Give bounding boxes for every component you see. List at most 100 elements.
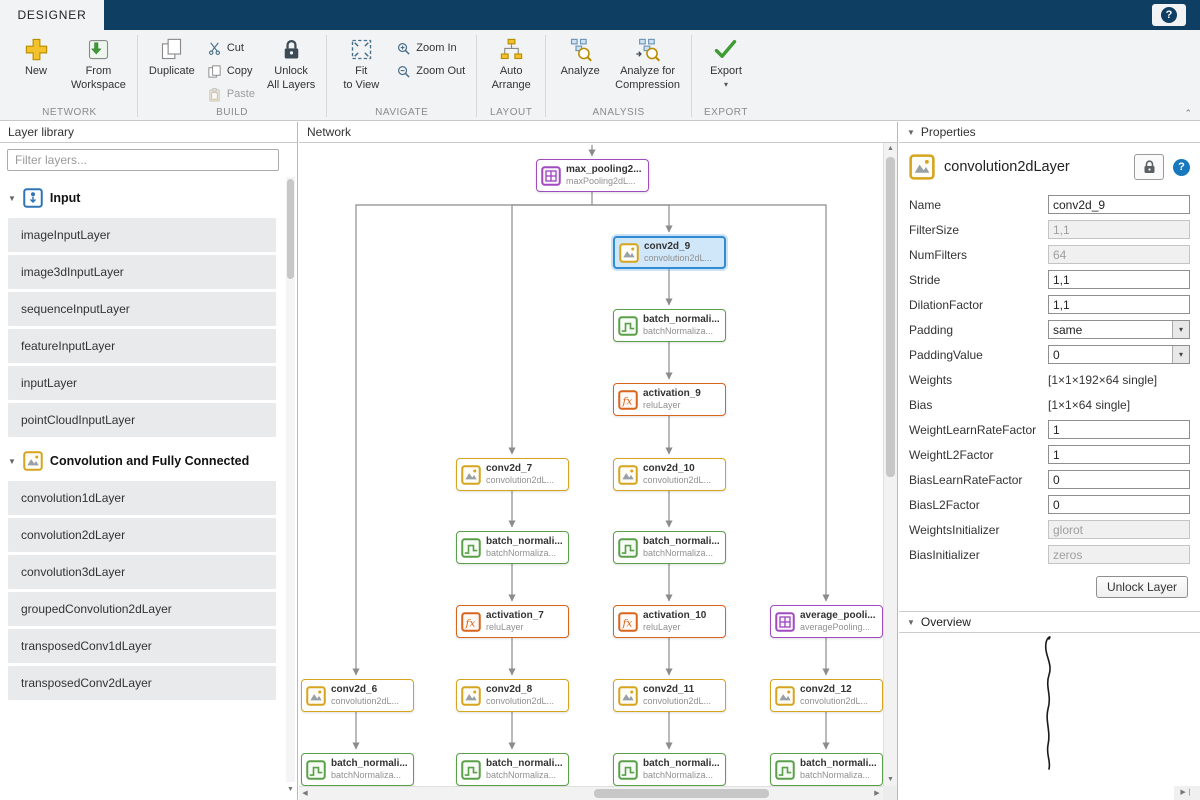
relu-layer-icon: fx — [618, 390, 638, 410]
fit-to-view-button[interactable]: Fitto View — [332, 32, 390, 93]
layer-item-pointCloudInputLayer[interactable]: pointCloudInputLayer — [8, 403, 276, 437]
layer-item-sequenceInputLayer[interactable]: sequenceInputLayer — [8, 292, 276, 326]
layer-node-conv2d_9-1[interactable]: conv2d_9convolution2dL... — [613, 236, 726, 269]
help-button[interactable]: ? — [1152, 4, 1186, 26]
property-input-Stride[interactable] — [1048, 270, 1190, 289]
analyze-icon — [567, 36, 594, 63]
bn-layer-icon — [306, 760, 326, 780]
property-input-WeightL2Factor[interactable] — [1048, 445, 1190, 464]
svg-text:fx: fx — [622, 394, 633, 407]
analyze-button[interactable]: Analyze — [551, 32, 609, 79]
property-input-DilationFactor[interactable] — [1048, 295, 1190, 314]
layer-node-batch_normali-18[interactable]: batch_normali...batchNormaliza... — [770, 753, 883, 786]
property-input-Name[interactable] — [1048, 195, 1190, 214]
layer-node-activation_10-9[interactable]: fxactivation_10reluLayer — [613, 605, 726, 638]
library-scrollbar-thumb[interactable] — [287, 179, 294, 279]
layer-item-transposedConv1dLayer[interactable]: transposedConv1dLayer — [8, 629, 276, 663]
export-button[interactable]: Export▾ — [697, 32, 755, 89]
layer-node-batch_normali-15[interactable]: batch_normali...batchNormaliza... — [301, 753, 414, 786]
property-input-BiasLearnRateFactor[interactable] — [1048, 470, 1190, 489]
unlock-all-layers-button[interactable]: UnlockAll Layers — [261, 32, 321, 93]
layer-item-featureInputLayer[interactable]: featureInputLayer — [8, 329, 276, 363]
network-canvas[interactable]: max_pooling2...maxPooling2dL... conv2d_9c… — [299, 143, 883, 786]
layer-item-convolution3dLayer[interactable]: convolution3dLayer — [8, 555, 276, 589]
layer-item-convolution1dLayer[interactable]: convolution1dLayer — [8, 481, 276, 515]
pool-layer-icon — [775, 612, 795, 632]
library-section-label: Convolution and Fully Connected — [50, 454, 249, 468]
property-row-WeightL2Factor: WeightL2Factor — [899, 442, 1200, 467]
property-input-WeightLearnRateFactor[interactable] — [1048, 420, 1190, 439]
scroll-down-icon[interactable]: ▼ — [884, 774, 897, 786]
layer-node-max_pooling2-0[interactable]: max_pooling2...maxPooling2dL... — [536, 159, 649, 192]
library-scrollbar[interactable] — [286, 177, 295, 782]
filter-layers-input[interactable] — [7, 149, 279, 171]
chevron-down-icon: ▼ — [8, 194, 16, 203]
lock-layer-button[interactable] — [1134, 154, 1164, 180]
layer-node-activation_9-3[interactable]: fxactivation_9reluLayer — [613, 383, 726, 416]
layer-node-conv2d_6-11[interactable]: conv2d_6convolution2dL... — [301, 679, 414, 712]
layer-node-conv2d_10-5[interactable]: conv2d_10convolution2dL... — [613, 458, 726, 491]
layer-item-groupedConvolution2dLayer[interactable]: groupedConvolution2dLayer — [8, 592, 276, 626]
layer-item-inputLayer[interactable]: inputLayer — [8, 366, 276, 400]
ribbon-group-network: NewFromWorkspaceNETWORK — [2, 30, 137, 120]
layer-help-button[interactable]: ? — [1173, 159, 1190, 176]
layer-node-conv2d_7-4[interactable]: conv2d_7convolution2dL... — [456, 458, 569, 491]
layer-node-activation_7-8[interactable]: fxactivation_7reluLayer — [456, 605, 569, 638]
ribbon-group-label: LAYOUT — [477, 107, 545, 118]
property-select-Padding[interactable]: same▾ — [1048, 320, 1190, 339]
layer-node-batch_normali-17[interactable]: batch_normali...batchNormaliza... — [613, 753, 726, 786]
layer-node-batch_normali-6[interactable]: batch_normali...batchNormaliza... — [456, 531, 569, 564]
layer-item-imageInputLayer[interactable]: imageInputLayer — [8, 218, 276, 252]
library-scroll-down-icon[interactable]: ▼ — [286, 784, 295, 796]
property-input-BiasL2Factor[interactable] — [1048, 495, 1190, 514]
layer-node-batch_normali-2[interactable]: batch_normali...batchNormaliza... — [613, 309, 726, 342]
selected-layer-type: convolution2dLayer — [944, 159, 1125, 175]
library-section-0[interactable]: ▼Input — [0, 177, 284, 215]
layer-node-average_pooli-10[interactable]: average_pooli...averagePooling... — [770, 605, 883, 638]
library-section-1[interactable]: ▼Convolution and Fully Connected — [0, 440, 284, 478]
property-label: WeightLearnRateFactor — [909, 423, 1048, 437]
copy-button[interactable]: Copy — [207, 63, 255, 79]
property-select-PaddingValue[interactable]: 0▾ — [1048, 345, 1190, 364]
dropdown-arrow-icon[interactable]: ▾ — [1172, 321, 1189, 338]
scroll-right-icon[interactable]: ▶ — [871, 787, 883, 800]
zoom-in-label: Zoom In — [416, 42, 456, 54]
layer-node-batch_normali-7[interactable]: batch_normali...batchNormaliza... — [613, 531, 726, 564]
dropdown-arrow-icon[interactable]: ▾ — [724, 80, 728, 89]
node-subtitle: convolution2dL... — [800, 696, 868, 707]
layer-item-transposedConv2dLayer[interactable]: transposedConv2dLayer — [8, 666, 276, 700]
paste-button[interactable]: Paste — [207, 86, 255, 102]
scroll-left-icon[interactable]: ◀ — [299, 787, 311, 800]
auto-arrange-button[interactable]: AutoArrange — [482, 32, 540, 93]
tab-designer[interactable]: DESIGNER — [0, 0, 104, 30]
duplicate-button[interactable]: Duplicate — [143, 32, 201, 79]
network-vertical-scrollbar[interactable]: ▲ ▼ — [883, 143, 897, 786]
zoom-out-button[interactable]: Zoom Out — [396, 63, 465, 79]
cut-label: Cut — [227, 42, 244, 54]
layer-node-conv2d_11-13[interactable]: conv2d_11convolution2dL... — [613, 679, 726, 712]
scroll-up-icon[interactable]: ▲ — [884, 143, 897, 155]
vertical-scrollbar-thumb[interactable] — [886, 157, 895, 477]
horizontal-scrollbar-thumb[interactable] — [594, 789, 769, 798]
from-workspace-button[interactable]: FromWorkspace — [65, 32, 132, 93]
ribbon-collapse-icon[interactable]: ⌃ — [1184, 108, 1192, 119]
cut-button[interactable]: Cut — [207, 40, 255, 56]
layer-node-conv2d_12-14[interactable]: conv2d_12convolution2dL... — [770, 679, 883, 712]
properties-header[interactable]: ▼ Properties — [899, 122, 1200, 143]
layer-node-batch_normali-16[interactable]: batch_normali...batchNormaliza... — [456, 753, 569, 786]
zoom-in-button[interactable]: Zoom In — [396, 40, 465, 56]
new-button[interactable]: New — [7, 32, 65, 79]
analyze-label: Analyze — [561, 65, 600, 79]
layer-node-conv2d_8-12[interactable]: conv2d_8convolution2dL... — [456, 679, 569, 712]
property-label: Stride — [909, 273, 1048, 287]
overview-minimap[interactable] — [899, 633, 1200, 783]
layer-item-convolution2dLayer[interactable]: convolution2dLayer — [8, 518, 276, 552]
overview-section-header[interactable]: ▼ Overview — [899, 611, 1200, 633]
dropdown-arrow-icon[interactable]: ▾ — [1172, 346, 1189, 363]
unlock-layer-button[interactable]: Unlock Layer — [1096, 576, 1188, 598]
properties-scroll-corner[interactable]: ▶❘ — [1174, 786, 1200, 800]
analyze-for-compression-button[interactable]: Analyze forCompression — [609, 32, 686, 93]
network-horizontal-scrollbar[interactable]: ◀ ▶ — [299, 786, 883, 800]
layer-item-image3dInputLayer[interactable]: image3dInputLayer — [8, 255, 276, 289]
property-input-BiasInitializer — [1048, 545, 1190, 564]
